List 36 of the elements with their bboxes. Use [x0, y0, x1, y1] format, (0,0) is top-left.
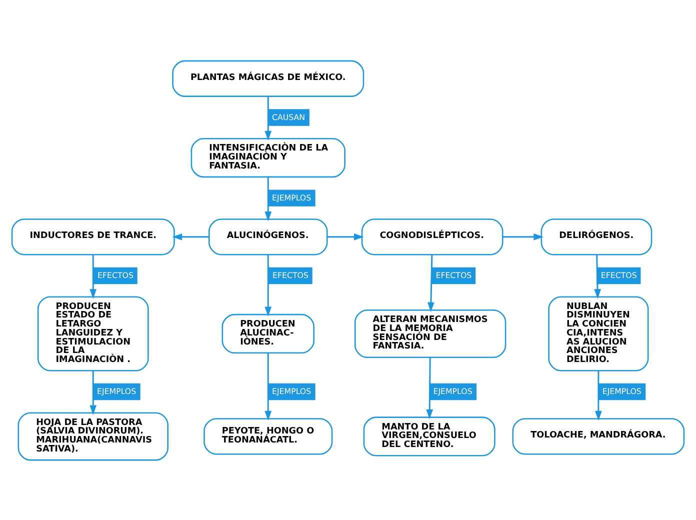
node-box: COGNODISLÉPTICOS.: [361, 218, 504, 255]
arrow: [426, 356, 434, 419]
node-box: INDUCTORES DE TRANCE.: [11, 218, 175, 255]
arrow: [327, 232, 364, 240]
node-box: PRODUCEN ALUCINAC- IÒNES.: [222, 313, 314, 354]
node-box: TOLOACHE, MANDRÁGORA.: [512, 418, 685, 454]
node-box: PRODUCEN ESTADO DE LETARGO LANGUIDEZ Y ESTIMULACION DE LA IMAGINACIÒN .: [37, 296, 149, 371]
arrow: [502, 232, 544, 240]
edge-label: EJEMPLOS: [433, 386, 472, 396]
edge-label: EFECTOS: [600, 270, 637, 280]
arrow: [264, 352, 272, 420]
node-box: NUBLAN DISMINUYEN LA CONCIENCIA,INTENSAS ALUCIONANCIONES DELIRIO.: [548, 296, 649, 371]
node-box: PEYOTE, HONGO O TEONANÁCATL.: [204, 418, 333, 454]
node-box: PLANTAS MÁGICAS DE MÉXICO.: [172, 60, 364, 96]
arrow: [90, 370, 97, 415]
node-box: MANTO DE LA VIRGEN,CONSUELO DEL CENTENO.: [363, 416, 496, 456]
edge-label: EFECTOS: [272, 270, 308, 280]
node-box: ALUCINÓGENOS.: [208, 218, 328, 255]
node-box: DELIRÓGENOS.: [540, 218, 652, 255]
edge-label: EFECTOS: [98, 270, 134, 280]
edge-label: EFECTOS: [436, 270, 472, 280]
edge-label: EJEMPLOS: [602, 386, 642, 396]
node-box: ALTERAN MECANISMOS DE LA MEMORIA SENSACIÓN DE FANTASIA.: [354, 309, 506, 358]
arrow: [264, 96, 272, 140]
node-box: HOJA DE LA PASTORA (SALVIA DIVINORUM). MARIHUANA(CANNAVIS SATIVA).: [18, 412, 168, 460]
edge-label: EJEMPLOS: [272, 386, 312, 396]
arrow: [428, 254, 434, 312]
edge-label: CAUSAN: [272, 112, 306, 122]
arrow: [595, 370, 602, 420]
node-box: INTENSIFICACIÒN DE LA IMAGINACIÒN Y FANTASIA.: [190, 137, 346, 178]
arrow: [264, 254, 272, 316]
edge-label: EJEMPLOS: [97, 386, 136, 396]
edge-label: EJEMPLOS: [272, 192, 312, 202]
arrow: [172, 232, 209, 240]
arrow: [90, 254, 97, 298]
arrow: [264, 176, 272, 221]
